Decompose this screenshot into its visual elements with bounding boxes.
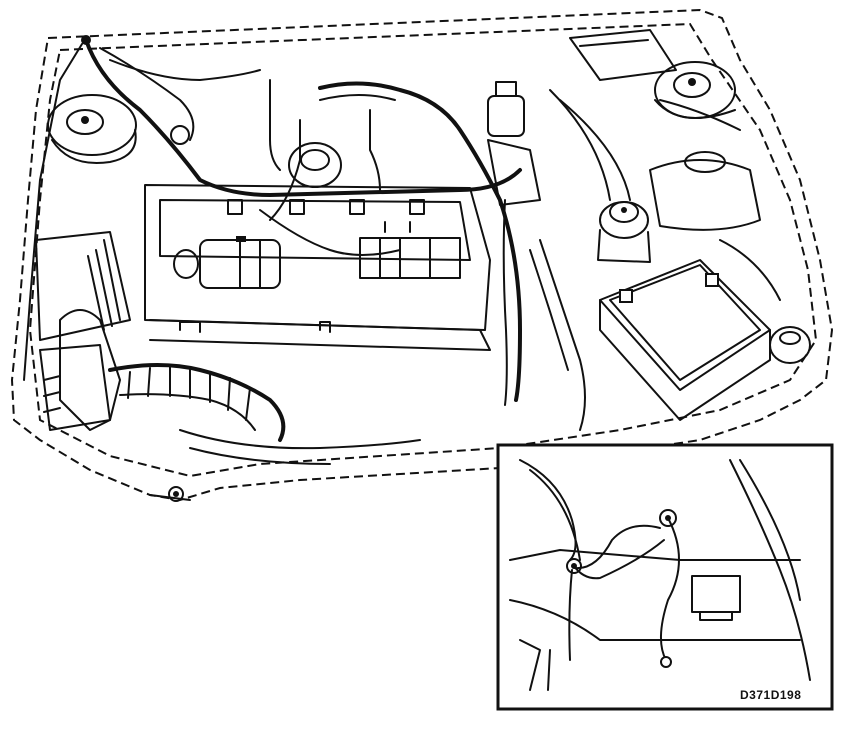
left-strut-tower: [47, 94, 137, 164]
cylinder-head: [144, 184, 491, 351]
idle-control-unit: [173, 236, 281, 289]
distributor-cap: [288, 142, 342, 188]
air-intake-duct: [59, 309, 421, 465]
figure-id-label: D371D198: [740, 688, 802, 702]
washer-reservoir: [769, 326, 811, 364]
right-strut-tower: [654, 61, 736, 119]
relay-box: [569, 29, 677, 81]
ignition-coil: [597, 201, 651, 263]
coolant-tank: [649, 151, 761, 231]
injector-rail: [359, 221, 461, 279]
battery: [599, 259, 771, 421]
brake-reservoir: [487, 81, 541, 206]
inset-detail: [496, 443, 834, 711]
front-ground-point: [149, 486, 191, 502]
wiring-harness: [23, 35, 522, 381]
upper-hose: [318, 81, 522, 406]
air-filter-box: [35, 231, 131, 431]
right-side-hoses: [529, 89, 781, 431]
